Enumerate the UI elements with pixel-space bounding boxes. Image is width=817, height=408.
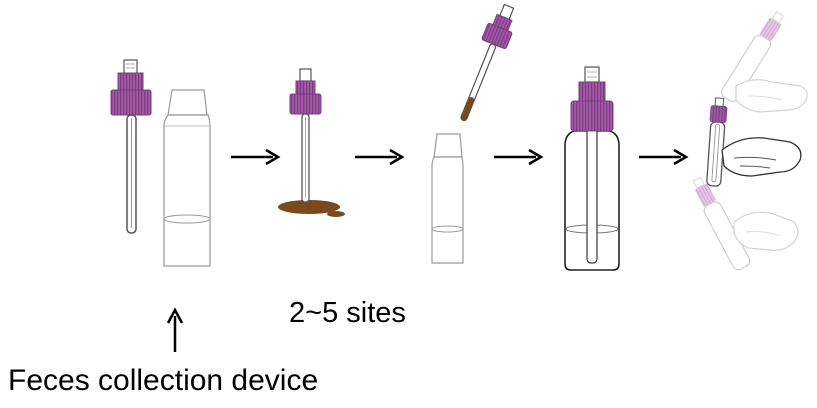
arrow-right-icon: [355, 148, 405, 166]
arrow-right-icon: [639, 148, 689, 166]
device-label: Feces collection device: [8, 364, 319, 397]
arrow-right-icon: [231, 148, 281, 166]
sealed-tube-icon: [564, 66, 620, 271]
sites-label: 2~5 sites: [289, 297, 406, 329]
feces-sample-icon: [278, 200, 345, 217]
sampling-stick-icon: [460, 3, 515, 122]
arrow-up-icon: [166, 307, 184, 352]
sample-tube-icon: [431, 133, 464, 264]
arrow-right-icon: [494, 148, 544, 166]
sampling-stick-icon: [110, 59, 152, 234]
sampling-stick-icon: [289, 68, 322, 203]
collection-device-icon: [163, 89, 211, 267]
shaking-hands-icon: [692, 11, 808, 271]
